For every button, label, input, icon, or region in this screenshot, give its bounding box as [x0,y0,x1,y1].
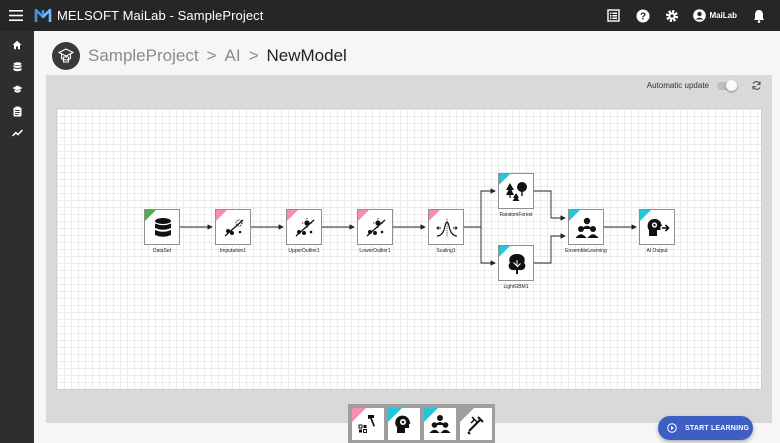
custom-tool-icon [467,416,484,435]
node-label-ensemble: EnsembleLearning [565,248,607,254]
palette-ai-model[interactable] [388,408,420,440]
node-lightgbm[interactable] [498,245,534,281]
node-label-dataset: DataSet [152,248,172,254]
auto-update-toggle[interactable] [717,79,737,91]
node-ensemble[interactable] [568,209,604,245]
palette-preprocess[interactable] [352,408,384,440]
refresh-icon[interactable] [751,80,762,91]
connection-lines [180,188,637,266]
breadcrumb-separator: > [206,46,217,65]
nav-database-icon[interactable] [0,56,34,78]
nav-clipboard-icon[interactable] [0,100,34,122]
app-title: MELSOFT MaiLab - SampleProject [57,8,264,23]
ai-head-icon [395,415,411,433]
node-imputation[interactable] [215,209,251,245]
outlier-icon [366,218,386,237]
start-learning-button[interactable]: START LEARNING [658,416,753,440]
auto-update-label: Automatic update [646,81,709,90]
top-bar: MELSOFT MaiLab - SampleProject ? MaiLab [0,0,780,31]
model-editor-panel: Automatic update [46,75,772,443]
main-content: SampleProject > AI > NewModel Automatic … [34,31,780,443]
breadcrumb-model: NewModel [266,46,347,65]
node-lower-outlier[interactable] [357,209,393,245]
node-label-lightgbm: LightGBM1 [503,284,529,290]
database-icon [155,218,171,237]
nav-learning-icon[interactable] [0,78,34,100]
side-nav [0,31,34,443]
svg-text:?: ? [640,11,646,22]
scaling-curve-icon [436,219,458,237]
nav-trend-icon[interactable] [0,122,34,144]
model-canvas[interactable]: DataSet Imputation1 [56,108,762,390]
trees-icon [506,182,527,201]
account-icon [693,9,707,22]
user-menu[interactable]: MaiLab [693,9,737,22]
breadcrumb-separator: > [248,46,259,65]
list-icon[interactable] [606,8,621,23]
node-palette [348,404,495,443]
node-ai-output[interactable] [639,209,675,245]
node-random-forest[interactable] [498,173,534,209]
node-label-upper-outlier: UpperOutlier1 [288,248,320,254]
breadcrumb-project[interactable]: SampleProject [88,46,199,65]
start-learning-label: START LEARNING [685,424,750,432]
preprocess-icon [224,219,244,237]
play-circle-icon [667,423,677,433]
node-label-ai-output: AI Output [646,248,668,254]
breadcrumb: SampleProject > AI > NewModel [52,40,347,72]
breadcrumb-ai[interactable]: AI [224,46,241,65]
node-label-scaling: Scaling1 [436,248,456,254]
node-label-imputation: Imputation1 [219,248,247,254]
tree-icon [508,254,526,274]
ai-output-icon [647,218,670,236]
ensemble-people-icon [429,415,451,433]
nav-home-icon[interactable] [0,34,34,56]
people-group-icon [575,217,599,238]
node-dataset[interactable] [144,209,180,245]
palette-ensemble[interactable] [424,408,456,440]
palette-custom[interactable] [460,408,492,440]
gear-icon[interactable] [664,8,679,23]
outlier-icon [295,218,315,237]
bell-icon[interactable] [751,8,766,23]
menu-icon[interactable] [0,0,32,31]
auto-update-control: Automatic update [646,79,737,91]
node-scaling[interactable] [428,209,464,245]
mailab-logo-icon [34,8,52,22]
user-name: MaiLab [709,11,737,20]
project-avatar-icon [52,42,80,70]
node-label-lower-outlier: LowerOutlier1 [359,248,391,254]
node-upper-outlier[interactable] [286,209,322,245]
help-icon[interactable]: ? [635,8,650,23]
node-label-random-forest: RandomForest [499,212,533,218]
preprocess-tool-icon [358,415,375,433]
